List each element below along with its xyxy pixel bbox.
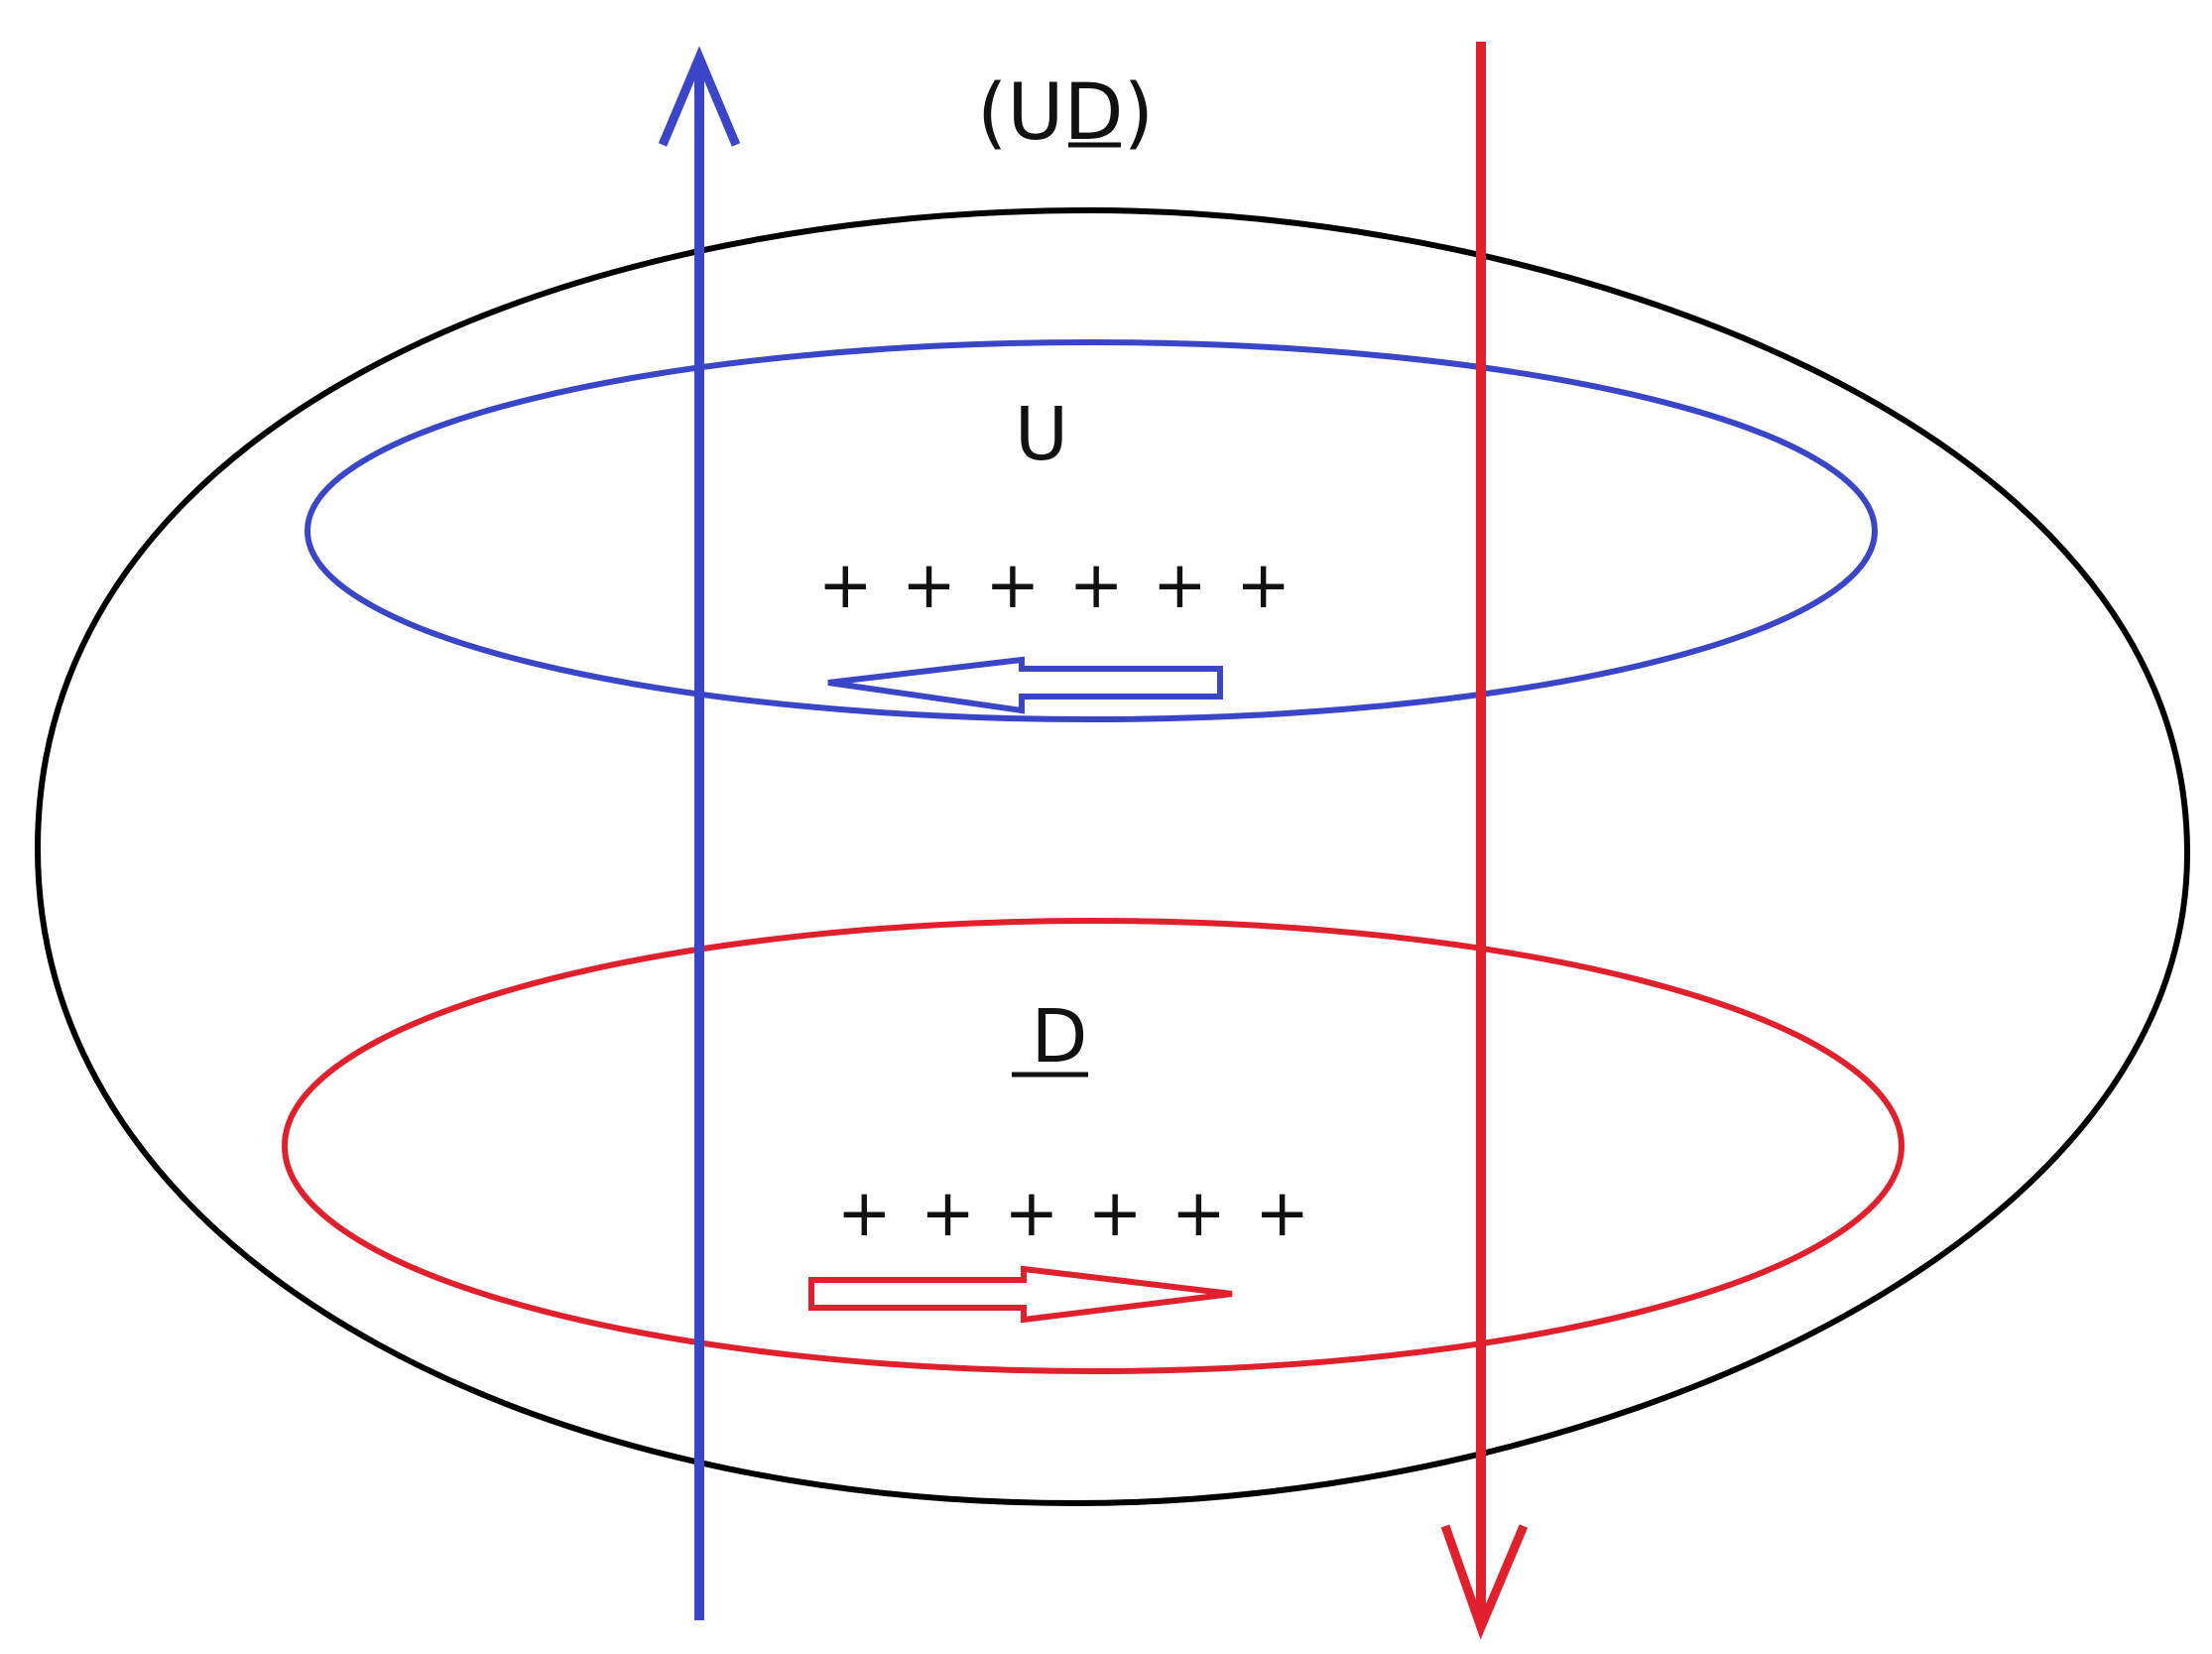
top-label-close: ) [1124, 68, 1154, 158]
left-up-arrow [658, 46, 741, 1620]
top-label-open: (U [977, 68, 1064, 158]
lower-ring-charges: + + + + + + [837, 1175, 1314, 1251]
upper-ring-charges: + + + + + + [818, 547, 1295, 623]
top-label: (UD) [977, 68, 1154, 158]
right-down-arrow [1440, 42, 1529, 1640]
lower-ring-label: D [1032, 994, 1088, 1080]
lower-ring-right-arrow [808, 1265, 1233, 1324]
upper-ring-u [305, 339, 1878, 722]
lower-ring-d [282, 918, 1905, 1374]
upper-ring-left-arrow [827, 656, 1223, 714]
upper-ring-label: U [1015, 392, 1068, 477]
outer-torus-outline [34, 206, 2191, 1507]
